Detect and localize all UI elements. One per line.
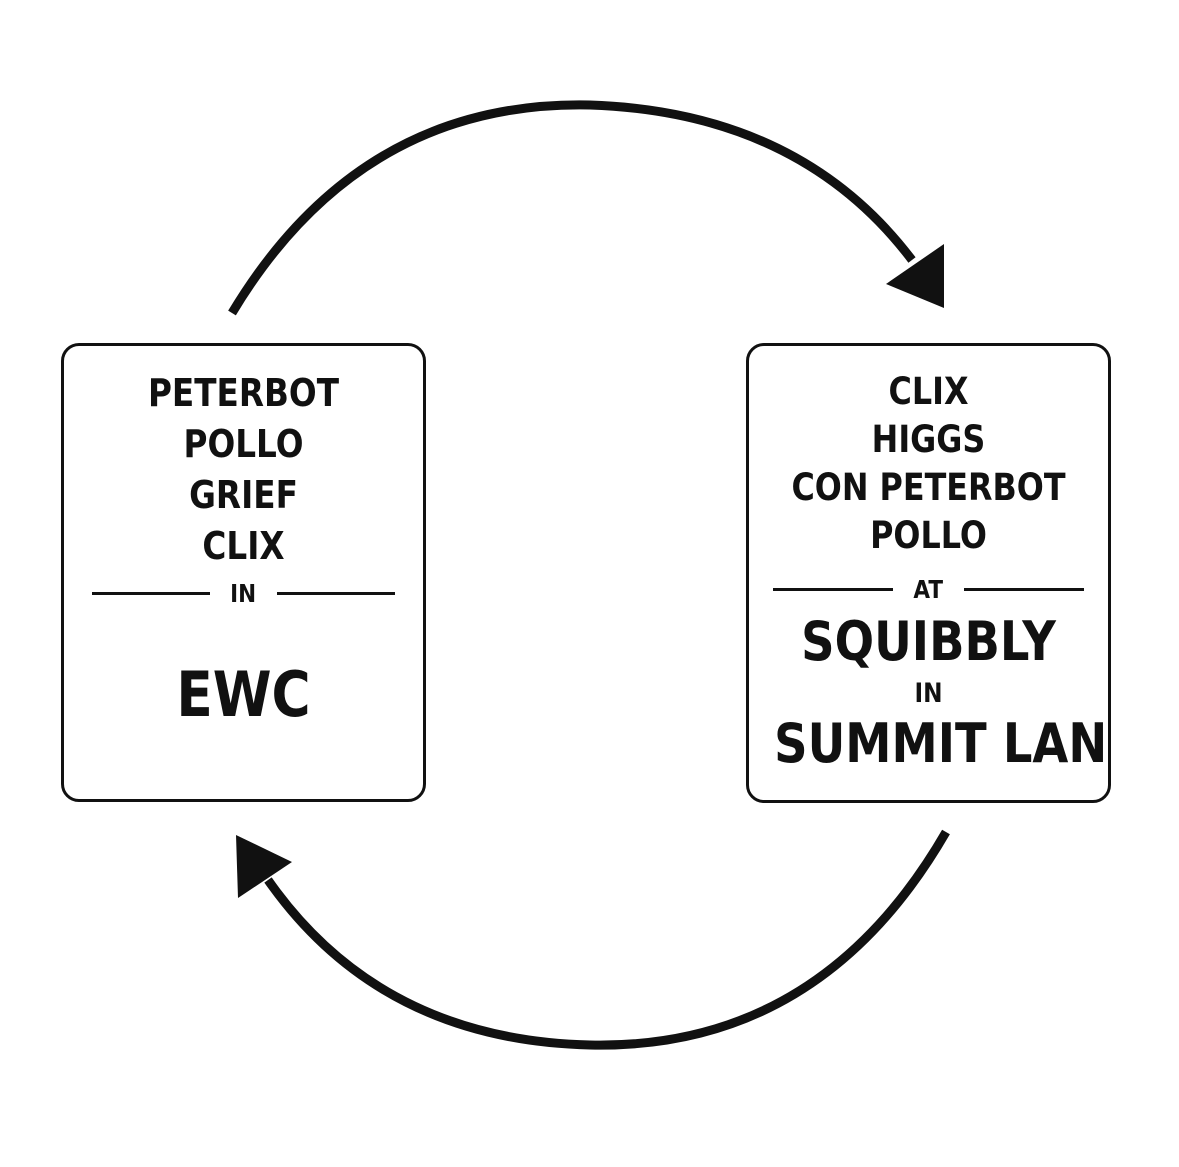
- arrow-bottom-icon: [236, 829, 950, 1050]
- lineup-card-left: PETERBOT POLLO GRIEF CLIX IN EWC: [61, 343, 426, 802]
- player-name: HIGGS: [871, 418, 986, 461]
- venue-name: SQUIBBLY: [801, 610, 1056, 673]
- arrow-top-icon: [228, 100, 944, 316]
- player-list: CLIX HIGGS CON PETERBOT POLLO: [774, 368, 1083, 560]
- event-name: EWC: [176, 658, 311, 731]
- connector-word-2: IN: [914, 678, 943, 709]
- connector-word: AT: [913, 574, 944, 604]
- divider-rule: [773, 587, 894, 591]
- connector-divider: IN: [64, 578, 423, 608]
- connector-divider: AT: [749, 574, 1108, 604]
- player-name: CLIX: [202, 524, 285, 568]
- player-name: POLLO: [183, 422, 304, 466]
- player-list: PETERBOT POLLO GRIEF CLIX: [89, 368, 398, 572]
- divider-rule: [92, 591, 211, 595]
- player-name: CLIX: [888, 370, 969, 413]
- player-name: CON PETERBOT: [791, 466, 1066, 509]
- event-name: SUMMIT LAN: [774, 712, 1108, 775]
- player-name: POLLO: [870, 514, 987, 557]
- player-name: GRIEF: [189, 473, 298, 517]
- lineup-card-right: CLIX HIGGS CON PETERBOT POLLO AT SQUIBBL…: [746, 343, 1111, 803]
- connector-word: IN: [230, 578, 257, 608]
- player-name: PETERBOT: [147, 371, 340, 415]
- divider-rule: [276, 591, 395, 595]
- divider-rule: [963, 587, 1084, 591]
